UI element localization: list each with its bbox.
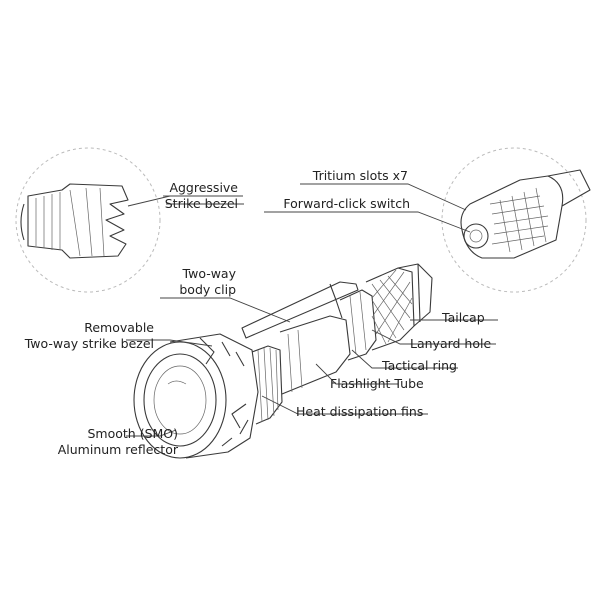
- aggressive-bezel-line2: Strike bezel: [164, 196, 238, 211]
- lanyard-hole-label: Lanyard hole: [410, 336, 492, 351]
- tailcap-detail-inset: [441, 147, 591, 293]
- removable-bezel-line1: Removable: [84, 320, 154, 335]
- bezel-detail-inset: [15, 147, 161, 293]
- removable-bezel-line2: Two-way strike bezel: [24, 336, 154, 351]
- reflector-line2: Aluminum reflector: [57, 442, 178, 457]
- tritium-slots-label: Tritium slots x7: [312, 168, 408, 183]
- reflector-label: Smooth (SMO) Aluminum reflector: [14, 426, 178, 458]
- body-clip-line2: body clip: [179, 282, 236, 297]
- heat-fins-label: Heat dissipation fins: [296, 404, 424, 419]
- tactical-ring-label: Tactical ring: [382, 358, 457, 373]
- removable-bezel-label: Removable Two-way strike bezel: [12, 320, 154, 352]
- flashlight-main: [133, 263, 433, 459]
- aggressive-bezel-label: Aggressive Strike bezel: [150, 180, 238, 212]
- flashlight-tube-label: Flashlight Tube: [330, 376, 424, 391]
- tailcap-label: Tailcap: [442, 310, 485, 325]
- body-clip-shape: [241, 281, 359, 339]
- body-clip-line1: Two-way: [182, 266, 236, 281]
- reflector-line1: Smooth (SMO): [87, 426, 178, 441]
- aggressive-bezel-line1: Aggressive: [169, 180, 238, 195]
- body-clip-label: Two-way body clip: [160, 266, 236, 298]
- leader-lines: [126, 183, 498, 437]
- bezel-front: [133, 341, 227, 459]
- forward-click-switch-label: Forward-click switch: [283, 196, 410, 211]
